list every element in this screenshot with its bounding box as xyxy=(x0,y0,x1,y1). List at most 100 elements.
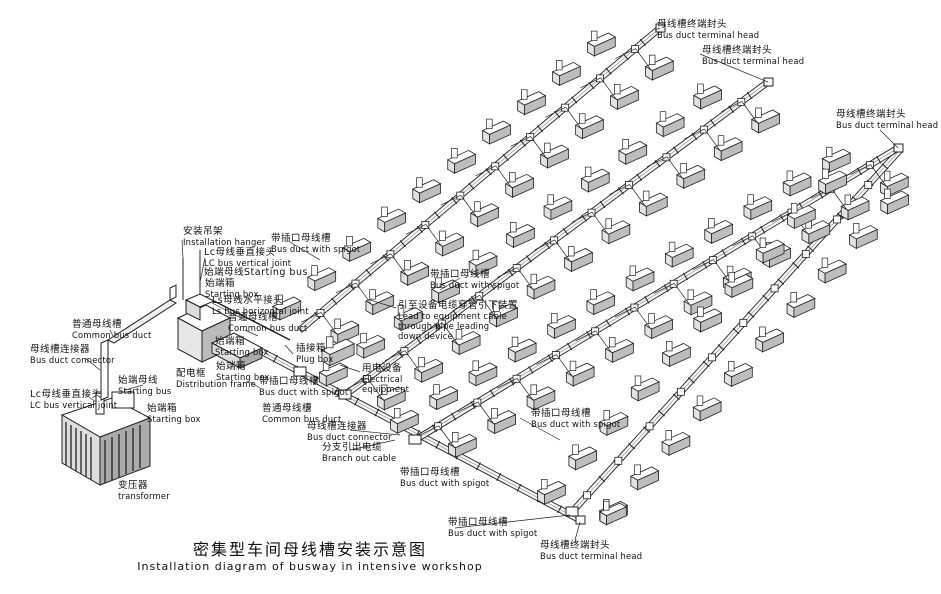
leader-line xyxy=(349,439,396,451)
machine-run3-right-3 xyxy=(526,384,556,411)
label-spigot-1: 带插口母线槽 Bus duct with spigot xyxy=(271,233,361,255)
label-common-bus-duct-top: 普通母线槽 Common bus duct xyxy=(228,312,308,334)
machine-run3-left-5 xyxy=(546,313,577,339)
machine-run4-left-9 xyxy=(786,203,817,230)
machine-run2-left-2 xyxy=(356,332,386,359)
machine-run1-left-6 xyxy=(446,148,477,174)
leader-line xyxy=(519,417,561,441)
leader-line xyxy=(879,129,899,149)
machine-run3-left-6 xyxy=(586,289,616,316)
machine-run1-right-2 xyxy=(365,289,395,316)
machine-run4-left-1 xyxy=(536,479,567,505)
label-spigot-3: 带插口母线槽 Bus duct with spigot xyxy=(259,376,349,398)
label-bus-duct-connector-left: 母线槽连接器 Bus duct connector xyxy=(30,344,115,366)
label-branch-out-cable: 分支引出电缆 Branch out cable xyxy=(322,442,397,464)
leader-line xyxy=(699,53,769,83)
machine-run3-right-2 xyxy=(486,408,517,435)
machine-run1-left-9 xyxy=(551,60,582,87)
machine-run3-left-10 xyxy=(743,194,773,221)
machine-run3-left-3 xyxy=(468,360,498,387)
label-bus-duct-connector-mid: 母线槽连接器 Bus duct connector xyxy=(307,421,392,443)
machine-run3-left-2 xyxy=(428,384,459,411)
machine-run4-left-8 xyxy=(755,237,785,264)
machine-run2-left-10 xyxy=(655,111,685,138)
plug-box-unit xyxy=(645,422,654,431)
label-starting-bus-left: 始端母线 Starting bus xyxy=(118,375,172,397)
machine-run1-right-5 xyxy=(469,201,500,228)
machine-run4-right-10 xyxy=(879,188,910,215)
machine-run1-left-3 xyxy=(342,236,372,262)
machine-run4-left-4 xyxy=(630,375,660,402)
machine-run1-left-5 xyxy=(411,177,442,204)
label-terminal-head-2: 母线槽终端封头 Bus duct terminal head xyxy=(702,45,805,67)
machine-run2-right-5 xyxy=(526,273,556,300)
terminal-head-4 xyxy=(575,515,586,525)
plug-box-unit xyxy=(770,284,779,293)
plug-box-unit xyxy=(614,456,623,465)
machine-run2-left-11 xyxy=(692,83,723,110)
machine-run1-left-10 xyxy=(586,30,617,57)
machine-run3-right-4 xyxy=(565,360,595,387)
plug-box-unit xyxy=(739,318,748,327)
machine-run3-left-9 xyxy=(703,218,734,245)
diagram-title: 密集型车间母线槽安装示意图 Installation diagram of bu… xyxy=(130,540,490,574)
machine-run1-left-2 xyxy=(307,265,337,292)
terminal-head-1 xyxy=(655,23,666,33)
machine-run2-right-11 xyxy=(750,107,781,134)
machine-run3-left-11 xyxy=(782,170,812,197)
machine-run2-right-4 xyxy=(488,301,519,328)
leader-line xyxy=(199,257,206,283)
leader-line xyxy=(369,299,397,309)
terminal-head-2 xyxy=(763,77,774,87)
label-terminal-head-1: 母线槽终端封头 Bus duct terminal head xyxy=(657,19,760,41)
label-common-bus-duct-mid: 普通母线槽 Common bus duct xyxy=(262,403,342,425)
leader-line xyxy=(289,241,321,261)
title-en: Installation diagram of busway in intens… xyxy=(137,560,483,573)
machine-run4-right-4 xyxy=(692,395,722,422)
label-distribution-frame: 配电框 Distribution frame xyxy=(176,368,256,390)
machine-header-end xyxy=(599,500,628,526)
machine-run1-left-4 xyxy=(376,206,407,233)
machine-run1-left-7 xyxy=(481,118,512,145)
machine-run4-left-5 xyxy=(661,341,692,368)
plug-box-unit xyxy=(864,181,873,189)
machine-run3-left-1 xyxy=(389,408,420,434)
machine-run4-right-7 xyxy=(786,292,816,319)
leader-line xyxy=(211,302,246,321)
label-starting-box-left: 始端箱 Starting box xyxy=(147,403,201,425)
machine-run1-left-1 xyxy=(272,294,302,321)
header-connector-1 xyxy=(293,366,307,377)
machine-run2-left-3 xyxy=(393,305,423,332)
vertical-riser xyxy=(100,284,178,401)
machine-run3-left-7 xyxy=(625,265,655,292)
leader-line xyxy=(339,364,361,373)
machine-run2-right-7 xyxy=(601,218,631,245)
leader-line xyxy=(349,429,401,436)
machine-run2-left-5 xyxy=(468,249,498,276)
header-connector-3 xyxy=(408,434,422,445)
machine-run4-left-7 xyxy=(724,272,754,299)
machine-run4-left-2 xyxy=(567,444,598,471)
machine-run3-left-4 xyxy=(507,336,537,363)
leader-line xyxy=(654,27,661,31)
machine-run3-right-11 xyxy=(840,194,870,221)
label-terminal-head-4: 母线槽终端封头 Bus duct terminal head xyxy=(540,540,643,562)
terminal-head-3 xyxy=(893,143,904,153)
machine-run4-right-9 xyxy=(848,223,879,250)
machine-run3-right-10 xyxy=(801,218,831,245)
machine-electrical-equipment xyxy=(321,336,355,367)
label-plug-box: 插接箱 Plug box xyxy=(296,343,334,365)
machine-run4-left-10 xyxy=(817,168,848,195)
leader-line xyxy=(439,277,461,291)
machine-run3-left-12 xyxy=(821,146,852,173)
title-zh: 密集型车间母线槽安装示意图 xyxy=(192,540,427,559)
label-spigot-5: 带插口母线槽 Bus duct with spigot xyxy=(400,467,490,489)
plug-box-unit xyxy=(833,215,841,224)
label-starting-box-top: 始端箱 Starting box xyxy=(205,278,259,300)
machine-run1-right-6 xyxy=(504,172,535,198)
label-terminal-head-3: 母线槽终端封头 Bus duct terminal head xyxy=(836,109,939,131)
machine-run4-left-6 xyxy=(692,306,723,333)
label-spigot-2: 带插口母线槽 Bus duct with spigot xyxy=(430,269,520,291)
machine-run2-left-7 xyxy=(543,194,573,221)
